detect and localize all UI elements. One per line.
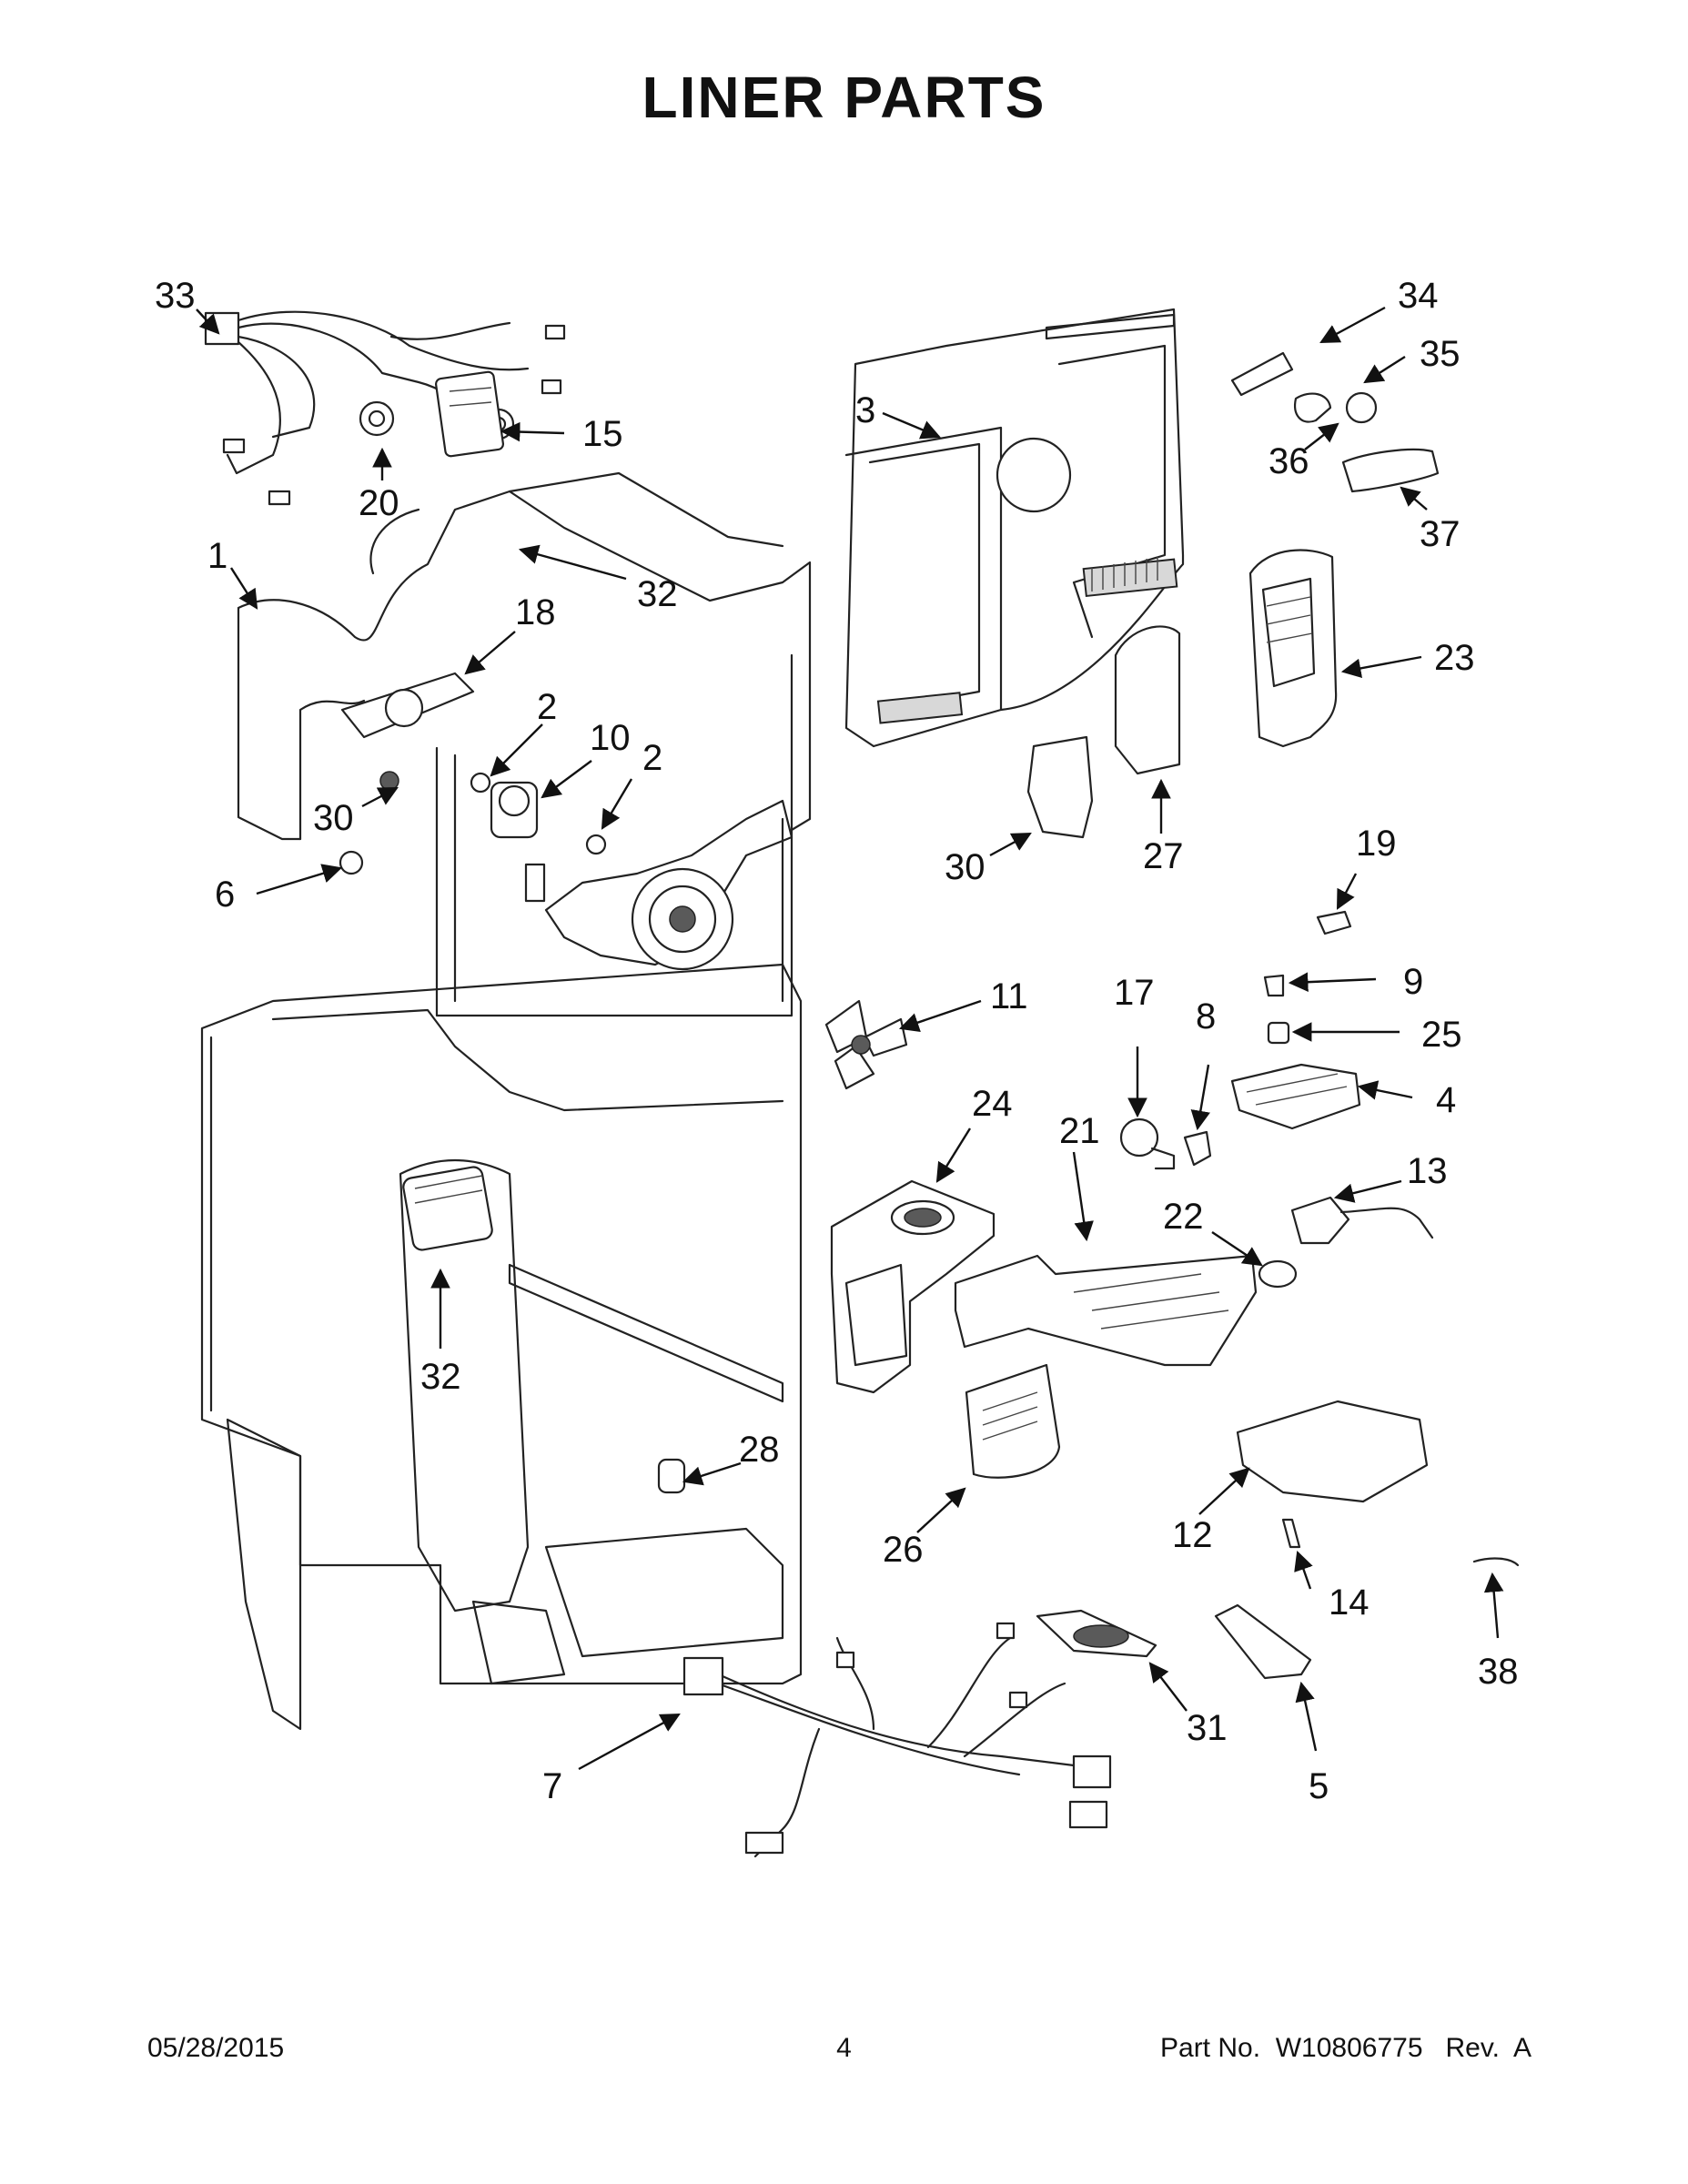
callout-13: 13 (1407, 1151, 1448, 1191)
part-evap-fan-motor (339, 672, 607, 903)
callout-2-right: 2 (642, 738, 662, 778)
callout-30-right: 30 (945, 847, 986, 887)
callout-2-left: 2 (537, 687, 557, 727)
part-light-housing (1230, 351, 1440, 493)
part-wire-harness-lower (682, 1622, 1112, 1858)
callout-15: 15 (582, 414, 623, 454)
callout-10: 10 (590, 718, 631, 758)
callout-labels: 33 15 20 1 32 18 2 10 2 30 6 3 34 35 36 … (155, 276, 1519, 1806)
callout-5: 5 (1309, 1766, 1329, 1806)
callout-3: 3 (855, 390, 875, 430)
footer-date: 05/28/2015 (147, 2033, 285, 2063)
callout-1: 1 (207, 536, 227, 576)
callout-20: 20 (359, 483, 399, 523)
callout-25: 25 (1421, 1015, 1462, 1055)
part-fan-blade (824, 999, 908, 1090)
callout-27: 27 (1143, 836, 1184, 876)
callout-8: 8 (1196, 996, 1216, 1036)
callout-23: 23 (1434, 638, 1475, 678)
page-title: LINER PARTS (642, 65, 1046, 130)
callout-22: 22 (1163, 1197, 1204, 1237)
callout-14: 14 (1329, 1582, 1370, 1623)
callout-38: 38 (1478, 1652, 1519, 1692)
footer-page-number: 4 (836, 2033, 852, 2063)
callout-33: 33 (155, 276, 196, 316)
callout-arrows (196, 306, 1504, 1771)
callout-7: 7 (542, 1766, 562, 1806)
callout-30-left: 30 (313, 798, 354, 838)
callout-19: 19 (1356, 824, 1397, 864)
callout-24: 24 (972, 1084, 1013, 1124)
part-air-duct (1248, 549, 1338, 748)
callout-35: 35 (1420, 334, 1461, 374)
part-light-bulb (1119, 1117, 1212, 1170)
callout-21: 21 (1059, 1111, 1100, 1151)
callout-4: 4 (1436, 1080, 1456, 1120)
callout-6: 6 (215, 875, 235, 915)
part-wire-harness-upper (204, 310, 566, 506)
part-freezer-liner (237, 370, 812, 1017)
part-thermistor (657, 1458, 686, 1494)
part-evap-cover-assembly (830, 1179, 1258, 1479)
callout-26: 26 (883, 1530, 924, 1570)
callout-28: 28 (739, 1430, 780, 1470)
callout-31: 31 (1187, 1708, 1228, 1748)
callout-36: 36 (1269, 441, 1309, 481)
callout-37: 37 (1420, 514, 1461, 554)
part-duct-cover (1026, 625, 1181, 839)
callout-11: 11 (990, 976, 1028, 1016)
part-control-bracket (1230, 910, 1361, 1130)
part-fresh-food-liner (200, 963, 803, 1731)
part-bottom-accessories (1036, 1557, 1520, 1680)
callout-17: 17 (1114, 973, 1155, 1013)
callout-12: 12 (1172, 1515, 1213, 1555)
callout-18: 18 (515, 592, 556, 632)
callout-9: 9 (1403, 962, 1423, 1002)
callout-34: 34 (1398, 276, 1439, 316)
part-freezer-rear-panel (844, 308, 1185, 748)
callout-32-upper: 32 (637, 574, 678, 614)
part-drain-trough (1236, 1196, 1434, 1549)
callout-32-lower: 32 (420, 1357, 461, 1397)
parts-line-art (200, 308, 1520, 1858)
footer-part-number: Part No. W10806775 Rev. A (1160, 2033, 1531, 2063)
